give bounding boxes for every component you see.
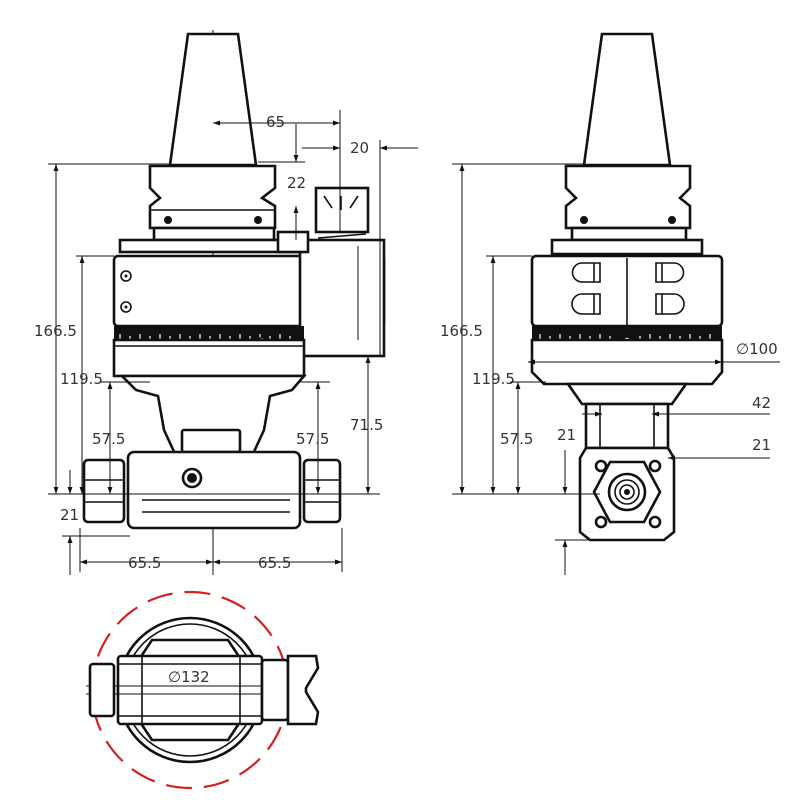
top-left-nut: [88, 662, 116, 718]
dim-side-21-left: 21: [557, 426, 576, 444]
dim-front-65: 65: [266, 113, 285, 131]
dim-side-166-5: 166.5: [440, 322, 483, 340]
front-taper: [168, 32, 258, 167]
dim-front-65-5-left: 65.5: [128, 554, 161, 572]
side-view: 166.5 119.5 57.5 21 ∅100 42 21: [440, 32, 780, 575]
dim-top-diameter-132: ∅132: [168, 668, 210, 686]
dim-front-119-5: 119.5: [60, 370, 103, 388]
front-view: 166.5 119.5 57.5 57.5 71.5 21 65.5 65.5 …: [34, 30, 418, 575]
dim-front-21: 21: [60, 506, 79, 524]
dim-front-57-5-right: 57.5: [296, 430, 329, 448]
dim-front-22: 22: [287, 174, 306, 192]
dim-side-57-5: 57.5: [500, 430, 533, 448]
side-neck: [584, 402, 670, 450]
dim-side-119-5: 119.5: [472, 370, 515, 388]
dim-side-21-right: 21: [752, 436, 771, 454]
left-nut: [82, 458, 126, 524]
top-stop-block: [286, 654, 320, 726]
front-spindle-body: [126, 450, 302, 530]
dim-front-166-5: 166.5: [34, 322, 77, 340]
front-scale-ring: [114, 326, 304, 340]
top-view: ∅132: [86, 590, 320, 790]
stop-block: [314, 186, 370, 234]
dim-front-65-5-right: 65.5: [258, 554, 291, 572]
right-nut: [302, 458, 342, 524]
dim-side-42: 42: [752, 394, 771, 412]
dim-side-diameter-100: ∅100: [736, 340, 778, 358]
dim-front-20: 20: [350, 139, 369, 157]
side-taper: [582, 32, 672, 167]
dim-front-57-5-left: 57.5: [92, 430, 125, 448]
dim-front-71-5: 71.5: [350, 416, 383, 434]
